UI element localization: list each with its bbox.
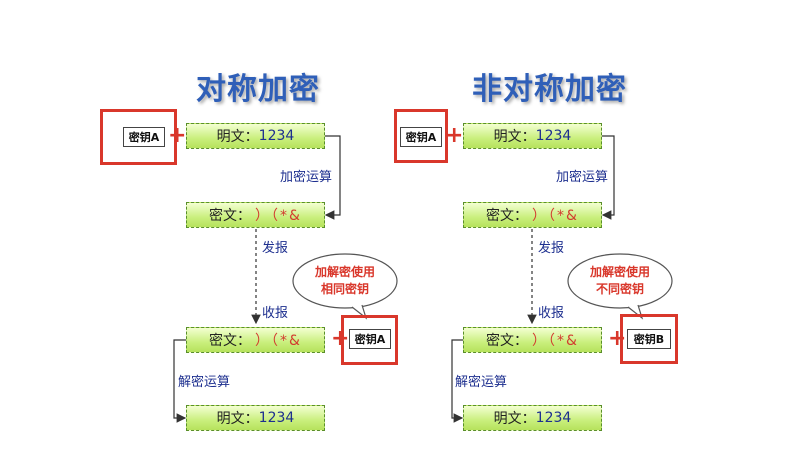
plaintext-value: 1234 (258, 128, 295, 144)
key-highlight-frame (100, 109, 177, 165)
decrypt-arrow (451, 339, 464, 423)
speech-bubble-tail (351, 304, 368, 320)
plaintext-box: 明文： 1234 (463, 405, 602, 431)
key-b-box: 密钥B (627, 329, 671, 349)
send-label: 发报 (538, 241, 565, 256)
ciphertext-box: 密文： ）（*& (186, 202, 325, 228)
receive-label: 收报 (538, 306, 565, 321)
plaintext-value: 1234 (258, 410, 295, 426)
key-a-box: 密钥A (349, 329, 391, 349)
bubble-line-1: 加解密使用 (314, 265, 375, 279)
key-a-box: 密钥A (400, 127, 442, 147)
encrypt-arrow (324, 135, 341, 220)
plus-icon: + (168, 123, 187, 148)
bubble-line-2: 相同密钥 (320, 282, 369, 296)
ciphertext-label: 密文： (209, 333, 252, 349)
plaintext-box: 明文： 1234 (463, 123, 602, 149)
plaintext-box: 明文： 1234 (186, 405, 325, 431)
asymmetric-title: 非对称加密 (472, 72, 627, 107)
ciphertext-value: ）（*& (255, 208, 302, 224)
ciphertext-value: ）（*& (532, 333, 579, 349)
speech-bubble (567, 253, 673, 309)
plaintext-label: 明文： (493, 411, 536, 427)
plaintext-label: 明文： (493, 129, 536, 145)
plaintext-value: 1234 (535, 128, 572, 144)
decrypt-arrow (173, 339, 187, 423)
bubble-line-2: 不同密钥 (595, 282, 644, 296)
key-highlight-frame (620, 314, 678, 364)
key-highlight-frame (341, 315, 398, 365)
encrypt-operation-label: 加密运算 (280, 170, 333, 185)
speech-bubble (292, 253, 398, 309)
decrypt-operation-label: 解密运算 (178, 375, 231, 390)
bubble-line-1: 加解密使用 (589, 265, 650, 279)
receive-label: 收报 (262, 306, 289, 321)
bubble-text: 加解密使用 不同密钥 (575, 264, 665, 298)
ciphertext-box: 密文： ）（*& (463, 202, 602, 228)
send-label: 发报 (262, 241, 289, 256)
plus-icon: + (331, 326, 350, 351)
ciphertext-box: 密文： ）（*& (463, 327, 602, 353)
key-highlight-frame (394, 109, 448, 163)
decrypt-operation-label: 解密运算 (455, 375, 508, 390)
ciphertext-label: 密文： (486, 208, 529, 224)
symmetric-connectors (173, 135, 398, 423)
encrypt-arrow (601, 135, 615, 220)
ciphertext-value: ）（*& (255, 333, 302, 349)
plus-icon: + (445, 123, 464, 148)
plaintext-label: 明文： (216, 129, 259, 145)
plaintext-value: 1234 (535, 410, 572, 426)
ciphertext-box: 密文： ）（*& (186, 327, 325, 353)
bubble-text: 加解密使用 相同密钥 (300, 264, 390, 298)
plaintext-box: 明文： 1234 (186, 123, 325, 149)
ciphertext-value: ）（*& (532, 208, 579, 224)
asymmetric-connectors (451, 135, 673, 423)
ciphertext-label: 密文： (209, 208, 252, 224)
symmetric-title: 对称加密 (196, 72, 320, 107)
encrypt-operation-label: 加密运算 (556, 170, 609, 185)
key-a-box: 密钥A (123, 127, 165, 147)
plaintext-label: 明文： (216, 411, 259, 427)
ciphertext-label: 密文： (486, 333, 529, 349)
